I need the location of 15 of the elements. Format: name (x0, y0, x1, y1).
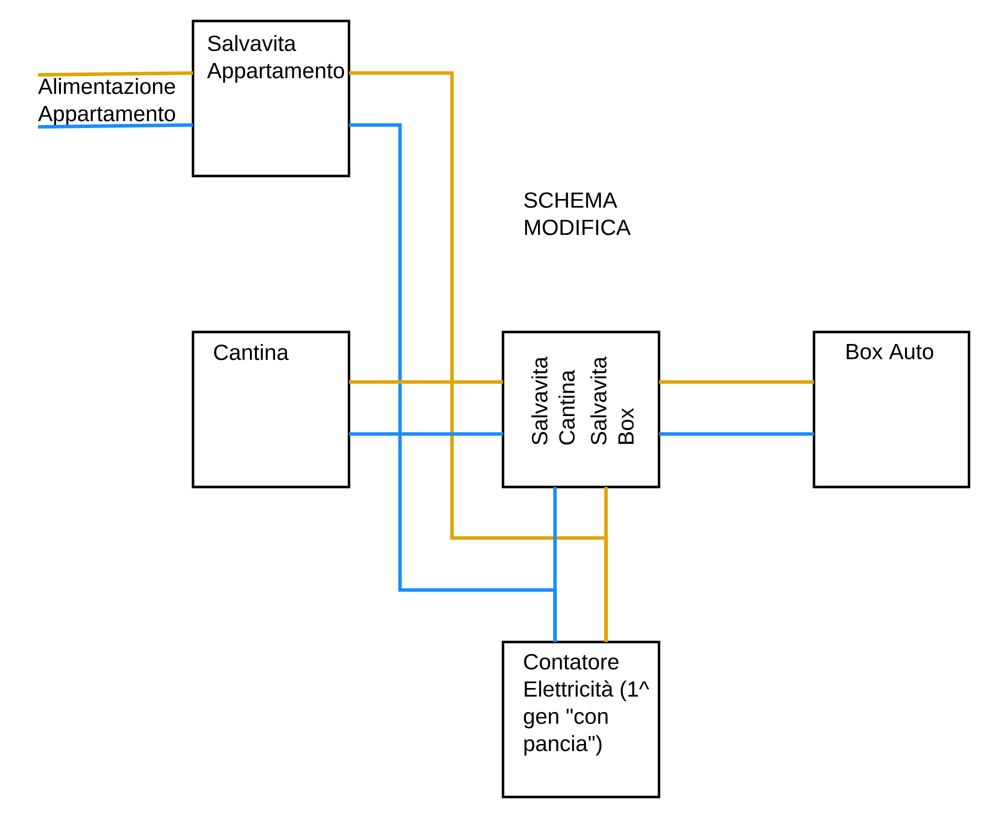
wire (659, 432, 814, 436)
component-box: Contatore Elettricità (1^ gen "con pancia") (502, 640, 660, 798)
wire (349, 432, 503, 436)
wire (38, 123, 194, 129)
wire (659, 380, 814, 384)
component-box: Salvavita Cantina Salvavita Box (502, 330, 660, 488)
component-box: Salvavita Appartamento (192, 20, 350, 178)
wire (553, 487, 557, 642)
label-text: SCHEMA MODIFICA (524, 192, 631, 236)
wire (349, 380, 503, 384)
wire (604, 487, 608, 642)
wire (38, 71, 194, 77)
component-box: Cantina (192, 330, 350, 488)
component-box: Box Auto (812, 330, 970, 488)
label-text: Alimentazione Appartamento (38, 78, 176, 126)
